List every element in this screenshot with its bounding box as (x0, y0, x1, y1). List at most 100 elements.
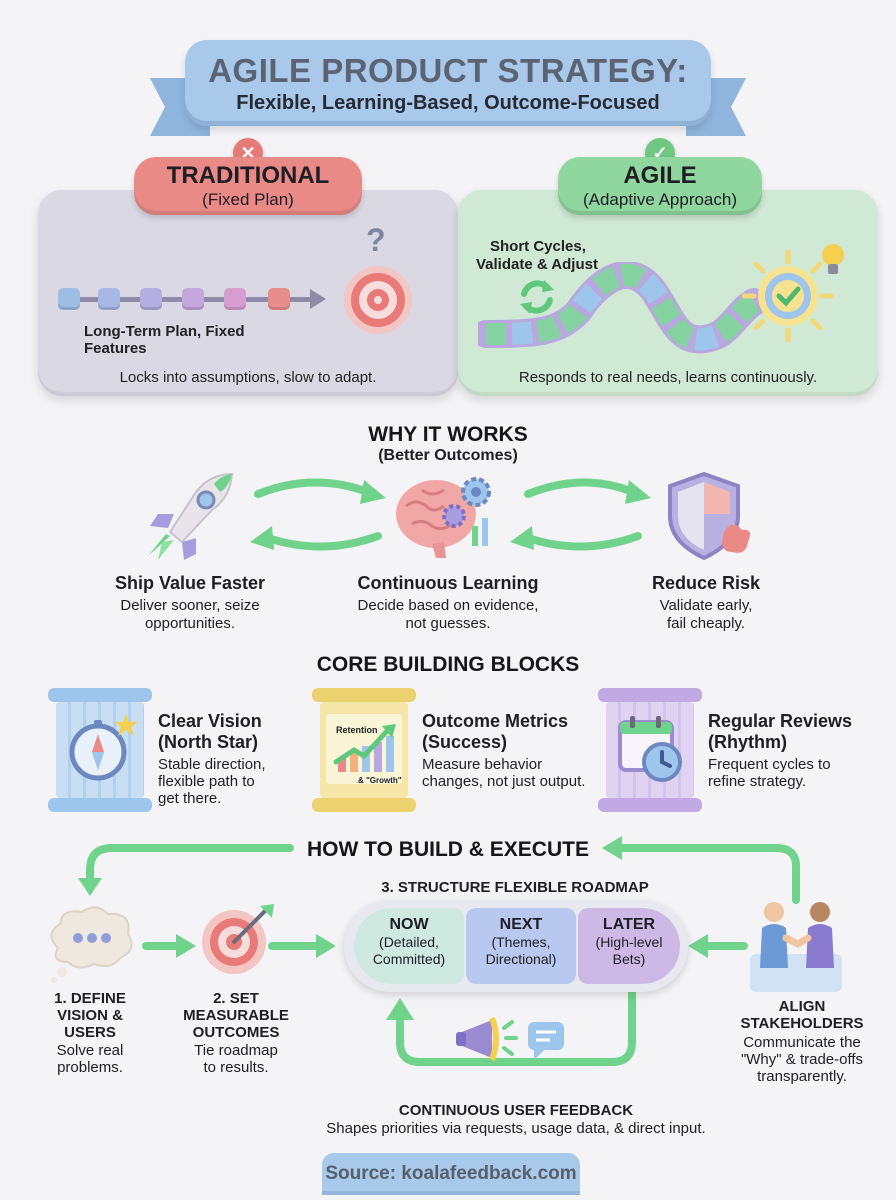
roadmap-next-desc-1: (Themes, (491, 934, 551, 950)
plan-block (182, 288, 204, 310)
why-it-works-subtitle: (Better Outcomes) (378, 447, 518, 464)
align-desc-3: transparently. (757, 1068, 847, 1085)
metrics-desc-1: Measure behavior (422, 756, 543, 773)
megaphone-icon (456, 1016, 564, 1062)
source-banner (322, 1153, 580, 1195)
execution-title: HOW TO BUILD & EXECUTE (307, 838, 589, 861)
plan-block (140, 288, 162, 310)
question-mark: ? (366, 222, 386, 258)
agile-winding-path (478, 262, 768, 354)
step2-title-3: OUTCOMES (192, 1024, 280, 1041)
step1-title-2: VISION & (57, 1007, 123, 1024)
plan-block (268, 288, 290, 310)
pillar-base (598, 798, 702, 812)
traditional-summary: Locks into assumptions, slow to adapt. (119, 369, 377, 386)
metrics-title-1: Outcome Metrics (422, 711, 569, 731)
roadmap-now: NOW (Detailed, Committed) (354, 908, 464, 984)
rocket-icon (148, 472, 234, 560)
pillar-cap (312, 688, 416, 702)
building-blocks-title: CORE BUILDING BLOCKS (316, 653, 580, 676)
metrics-title-2: (Success) (422, 732, 508, 752)
roadmap-now-title: NOW (389, 916, 429, 933)
traditional-label: TRADITIONAL (Fixed Plan) (134, 157, 362, 215)
vision-title-2: (North Star) (158, 732, 258, 752)
why-it-works-title: WHY IT WORKS (368, 423, 528, 446)
roadmap-next-title: NEXT (499, 916, 543, 933)
benefit-desc-continuous-learning-1: Decide based on evidence, (357, 597, 539, 614)
page-title: AGILE PRODUCT STRATEGY: (208, 52, 688, 89)
target-missed-icon (344, 266, 412, 334)
execution-flow-arrows (78, 836, 800, 1066)
agile-diagram-label-1: Short Cycles, (490, 238, 586, 255)
calendar-clock-icon (618, 716, 682, 782)
benefit-desc-ship-value-1: Deliver sooner, seize (120, 597, 260, 614)
thought-bubble-icon (50, 906, 133, 983)
plan-block (58, 288, 80, 310)
roadmap-later-desc-2: Bets) (612, 951, 646, 967)
roadmap-now-desc-1: (Detailed, (379, 934, 439, 950)
arrow-head-icon (310, 289, 326, 309)
target-icon (202, 904, 274, 974)
agile-label: AGILE (Adaptive Approach) (558, 157, 762, 215)
roadmap-later-title: LATER (602, 916, 656, 933)
step1-title-3: USERS (64, 1024, 116, 1041)
benefit-desc-reduce-risk-2: fail cheaply. (666, 615, 746, 632)
step2-title-2: MEASURABLE (183, 1007, 289, 1024)
agile-subtitle: (Adaptive Approach) (582, 190, 738, 209)
vision-pillar (48, 688, 152, 812)
vision-title-1: Clear Vision (158, 711, 262, 731)
brain-icon (396, 477, 491, 558)
fixed-plan-chain (58, 286, 328, 312)
pillar-cap (598, 688, 702, 702)
pillar-base (48, 798, 152, 812)
pillar-base (312, 798, 416, 812)
traditional-title: TRADITIONAL (166, 162, 330, 189)
metrics-desc-2: changes, not just output. (422, 773, 586, 790)
align-title-1: ALIGN (778, 998, 826, 1015)
compass-icon (69, 714, 138, 781)
align-title-2: STAKEHOLDERS (740, 1015, 864, 1032)
reviews-desc-1: Frequent cycles to (708, 756, 831, 773)
align-desc-2: "Why" & trade-offs (740, 1051, 864, 1068)
page-subtitle: Flexible, Learning-Based, Outcome-Focuse… (236, 92, 660, 114)
roadmap-next-desc-2: Directional) (485, 951, 557, 967)
vision-desc-3: get there. (158, 790, 222, 807)
reviews-pillar (598, 688, 702, 812)
shield-icon (668, 471, 750, 561)
vision-desc-2: flexible path to (158, 773, 255, 790)
reviews-title-1: Regular Reviews (708, 711, 853, 731)
source-text: Source: koalafeedback.com (325, 1163, 577, 1184)
plan-block (98, 288, 120, 310)
cycle-icon (520, 280, 554, 314)
feedback-title: CONTINUOUS USER FEEDBACK (398, 1102, 634, 1119)
chart-label-growth: & "Growth" (358, 776, 402, 785)
vision-desc-1: Stable direction, (158, 756, 266, 773)
align-desc-1: Communicate the (743, 1034, 861, 1051)
agile-summary: Responds to real needs, learns continuou… (518, 369, 818, 386)
agile-title: AGILE (623, 162, 697, 189)
roadmap-later-desc-1: (High-level (595, 934, 663, 950)
roadmap-later: LATER (High-level Bets) (578, 908, 680, 984)
step2-desc-1: Tie roadmap (194, 1042, 278, 1059)
agile-diagram-label-2: Validate & Adjust (476, 256, 598, 273)
roadmap-now-desc-2: Committed) (372, 951, 446, 967)
benefit-title-ship-value: Ship Value Faster (114, 573, 266, 593)
target-hit-icon (742, 250, 834, 342)
benefit-desc-continuous-learning-2: not guesses. (405, 615, 491, 632)
reviews-title-2: (Rhythm) (708, 732, 787, 752)
lightbulb-icon (822, 244, 844, 274)
step1-desc-2: problems. (57, 1059, 123, 1076)
benefit-desc-ship-value-2: opportunities. (144, 615, 236, 632)
feedback-desc: Shapes priorities via requests, usage da… (326, 1120, 706, 1137)
chart-label-retention: Retention (336, 725, 378, 735)
step2-title-1: 2. SET (213, 990, 259, 1007)
pillar-cap (48, 688, 152, 702)
plan-block (224, 288, 246, 310)
benefit-title-reduce-risk: Reduce Risk (651, 573, 761, 593)
step1-title-1: 1. DEFINE (54, 990, 126, 1007)
growth-chart-icon (333, 724, 396, 772)
title-banner (185, 40, 711, 126)
traditional-diagram-label: Long-Term Plan, Fixed Features (84, 323, 245, 357)
roadmap-next: NEXT (Themes, Directional) (466, 908, 576, 984)
handshake-icon (750, 902, 842, 992)
